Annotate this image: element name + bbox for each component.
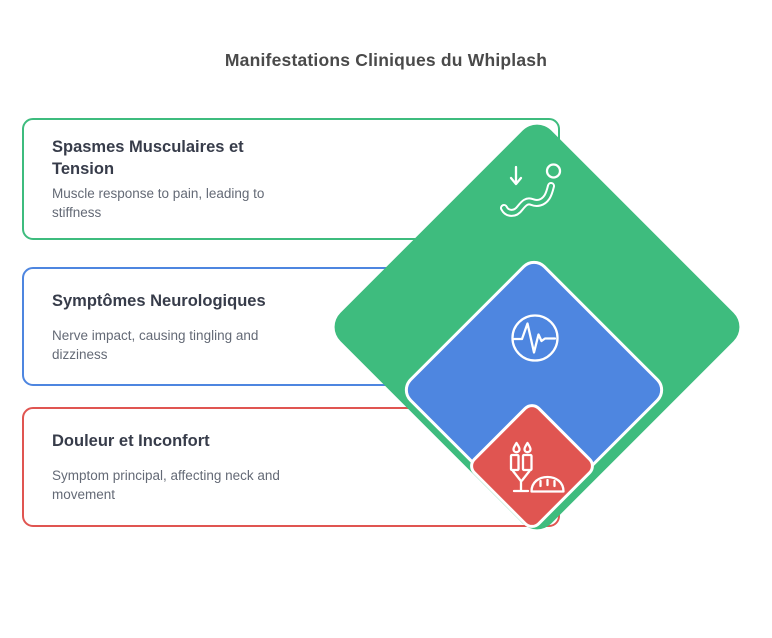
card-description: Nerve impact, causing tingling and dizzi…: [52, 327, 259, 362]
card-title: Symptômes Neurologiques: [52, 291, 266, 310]
card-spasmes-musculaires: Spasmes Musculaires et Tension Muscle re…: [22, 118, 560, 240]
card-title: Spasmes Musculaires et Tension: [52, 138, 244, 178]
card-description: Symptom principal, affecting neck and mo…: [52, 468, 280, 502]
card-description: Muscle response to pain, leading to stif…: [52, 186, 265, 220]
card-title: Douleur et Inconfort: [52, 432, 210, 450]
page-title: Manifestations Cliniques du Whiplash: [224, 50, 548, 70]
